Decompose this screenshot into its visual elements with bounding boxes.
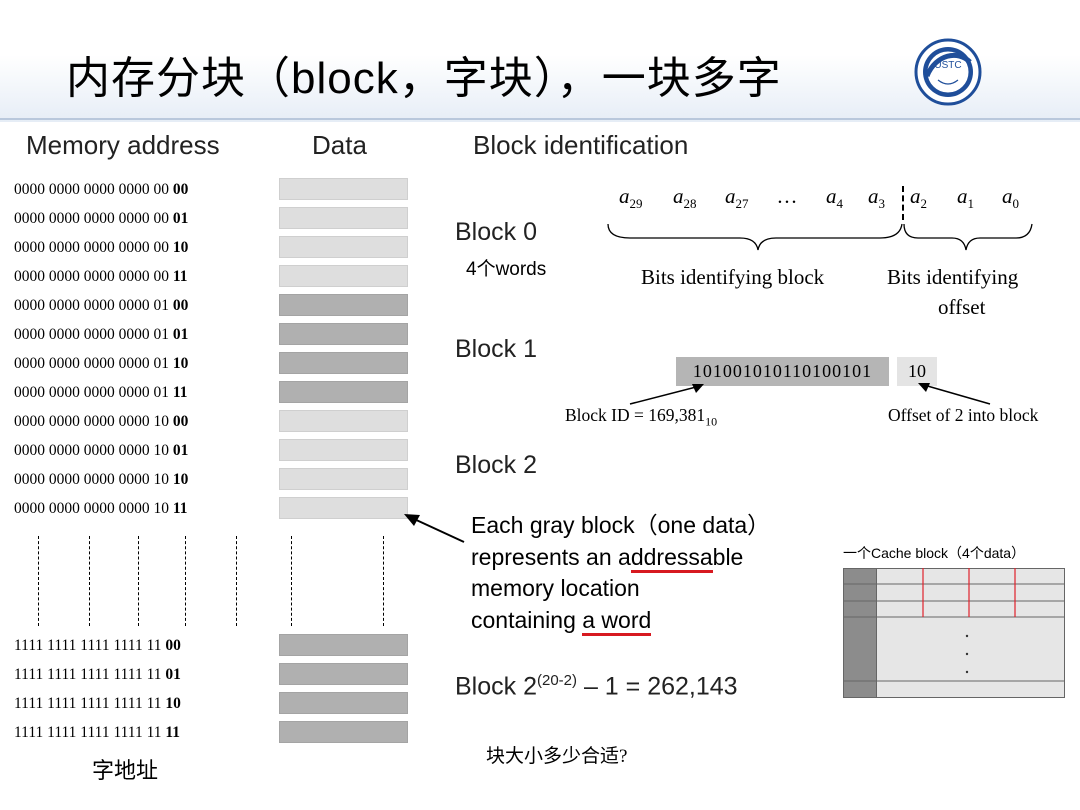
offset-caption: Offset of 2 into block xyxy=(888,405,1039,425)
bits-identifying-offset-label: Bits identifying xyxy=(887,265,1019,289)
block-2-label: Block 2 xyxy=(455,451,537,479)
memory-address-row: 0000 0000 0000 0000 01 01 xyxy=(14,326,189,343)
logo-text: USTC xyxy=(934,60,961,71)
data-cell xyxy=(279,439,408,461)
bit-grouping-braces xyxy=(607,223,1033,251)
ellipsis-dash xyxy=(236,536,237,626)
address-bit-label: a4 xyxy=(826,184,843,212)
ustc-logo-icon: USTC xyxy=(914,38,982,106)
address-bit-label: a0 xyxy=(1002,184,1019,212)
address-bit-label: a2 xyxy=(910,184,927,212)
block-identification-heading: Block identification xyxy=(473,130,689,160)
ellipsis-dash xyxy=(185,536,186,626)
example-arrows xyxy=(629,383,991,405)
bits-identifying-offset-label-line2: offset xyxy=(938,295,986,319)
data-cell xyxy=(279,721,408,743)
address-bit-label: a29 xyxy=(619,184,643,212)
address-bit-label: a1 xyxy=(957,184,974,212)
address-bit-label: a28 xyxy=(673,184,697,212)
memory-address-row: 1111 1111 1111 1111 11 11 xyxy=(14,724,181,741)
data-cell xyxy=(279,468,408,490)
data-cell xyxy=(279,410,408,432)
address-bit-label: a3 xyxy=(868,184,885,212)
data-cell xyxy=(279,294,408,316)
ellipsis-dash xyxy=(38,536,39,626)
data-cell xyxy=(279,236,408,258)
data-heading: Data xyxy=(312,130,367,160)
memory-address-row: 1111 1111 1111 1111 11 10 xyxy=(14,695,181,712)
data-cell xyxy=(279,497,408,519)
bits-identifying-block-label: Bits identifying block xyxy=(641,265,825,289)
slide-title: 内存分块（block，字块），一块多字 xyxy=(66,54,782,103)
data-cell xyxy=(279,207,408,229)
data-cell xyxy=(279,381,408,403)
offset-bits-box: 10 xyxy=(897,357,937,386)
gray-block-note: Each gray block（one data） represents an … xyxy=(471,510,770,636)
block-0-label: Block 0 xyxy=(455,218,537,246)
ellipsis-dash xyxy=(291,536,292,626)
memory-address-row: 1111 1111 1111 1111 11 01 xyxy=(14,666,181,683)
header-divider xyxy=(0,118,1080,120)
block-0-note: 4个words xyxy=(466,259,547,280)
pointer-arrow xyxy=(404,514,465,543)
memory-address-row: 0000 0000 0000 0000 00 11 xyxy=(14,268,188,285)
cache-block-label: 一个Cache block（4个data） xyxy=(843,545,1026,561)
memory-address-row: 0000 0000 0000 0000 00 01 xyxy=(14,210,189,227)
address-bit-label: a27 xyxy=(725,184,749,212)
memory-address-row: 0000 0000 0000 0000 10 10 xyxy=(14,471,189,488)
memory-address-heading: Memory address xyxy=(26,130,220,160)
ellipsis-dash xyxy=(383,536,384,626)
memory-address-row: 0000 0000 0000 0000 10 00 xyxy=(14,413,189,430)
memory-address-row: 0000 0000 0000 0000 00 00 xyxy=(14,181,189,198)
memory-address-row: 0000 0000 0000 0000 01 10 xyxy=(14,355,189,372)
memory-address-row: 0000 0000 0000 0000 01 11 xyxy=(14,384,188,401)
bit-split-divider xyxy=(902,186,904,220)
last-block-label: Block 2(20-2) – 1 = 262,143 xyxy=(455,672,738,701)
memory-address-row: 0000 0000 0000 0000 10 01 xyxy=(14,442,189,459)
note-line-4: containing a word xyxy=(471,605,770,637)
block-id-bits-box: 101001010110100101 xyxy=(676,357,889,386)
memory-address-row: 1111 1111 1111 1111 11 00 xyxy=(14,637,181,654)
data-cell xyxy=(279,692,408,714)
ellipsis-dash xyxy=(89,536,90,626)
word-address-label: 字地址 xyxy=(92,758,159,783)
data-cell xyxy=(279,352,408,374)
memory-address-row: 0000 0000 0000 0000 00 10 xyxy=(14,239,189,256)
data-cell xyxy=(279,634,408,656)
data-cell xyxy=(279,663,408,685)
memory-address-row: 0000 0000 0000 0000 01 00 xyxy=(14,297,189,314)
memory-address-row: 0000 0000 0000 0000 10 11 xyxy=(14,500,188,517)
data-cell xyxy=(279,178,408,200)
ellipsis-dash xyxy=(138,536,139,626)
data-cell xyxy=(279,265,408,287)
header-band xyxy=(0,0,1080,122)
data-cell xyxy=(279,323,408,345)
address-bit-label: … xyxy=(778,184,797,208)
note-line-1: Each gray block（one data） xyxy=(471,512,771,538)
note-line-3: memory location xyxy=(471,575,640,601)
note-line-2: represents an addressable xyxy=(471,542,770,574)
block-size-question: 块大小多少合适? xyxy=(486,746,628,767)
cache-block-diagram xyxy=(843,568,1065,698)
block-id-caption: Block ID = 169,38110 xyxy=(565,405,718,429)
block-1-label: Block 1 xyxy=(455,335,537,363)
